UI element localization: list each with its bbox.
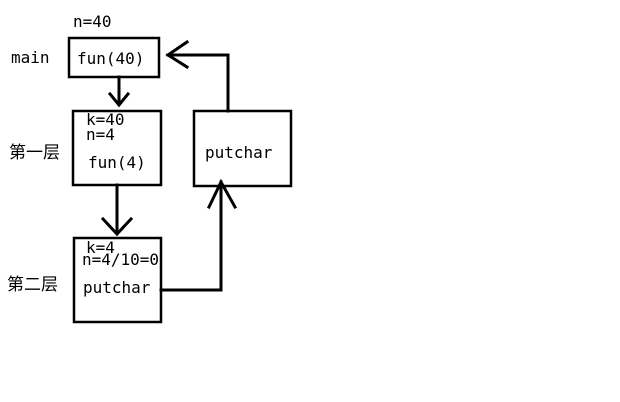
layer1-k-note: k=40 [86,110,125,129]
arrow-layer2-to-right-shaft [159,180,223,292]
layer2-label: 第二层 [7,275,58,295]
arrow-right-to-main-head [165,39,190,70]
layer1-n-note: n=4 [86,125,115,144]
main-call: fun(40) [77,49,144,68]
arrow-right-to-main-shaft [166,53,230,113]
layer2-call: putchar [83,278,151,297]
main-label: main [11,48,50,67]
right-putchar-box [192,109,293,188]
main-box [67,36,161,79]
layer1-call: fun(4) [88,153,146,172]
layer2-k-note: k=4 [86,238,115,257]
main-n-note: n=40 [73,12,112,31]
arrow-layer1-to-layer2-head [100,216,134,237]
arrow-layer2-to-right-head [206,178,238,210]
layer2-box [72,236,163,324]
layer1-label: 第一层 [9,143,60,163]
right-putchar-call: putchar [205,143,273,162]
arrow-main-to-layer1-head [107,91,131,108]
layer2-n-note: n=4/10=0 [82,250,159,269]
